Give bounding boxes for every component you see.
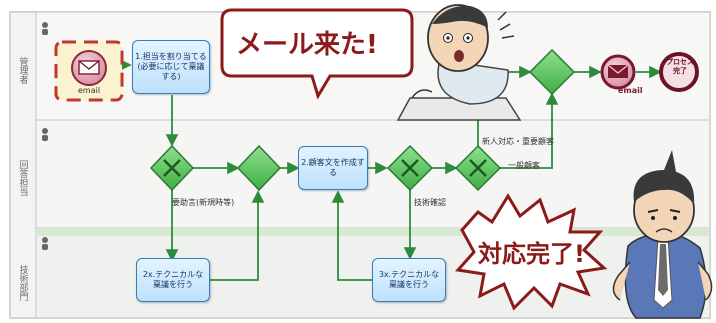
cartoon-office-worker-illustration bbox=[396, 4, 522, 121]
task-technical-consult-2x[interactable]: 2x.テクニカルな稟議を行う bbox=[136, 258, 210, 302]
end-event-label: プロセス完了 bbox=[666, 58, 694, 75]
task-assign[interactable]: 1.担当を割り当てる(必要に応じて稟議する) bbox=[132, 40, 210, 94]
start-event-label: email bbox=[78, 86, 101, 95]
task-technical-consult-3x[interactable]: 3x.テクニカルな稟議を行う bbox=[372, 258, 446, 302]
flow-label-needs-help: 要助言(新規時等) bbox=[172, 198, 235, 207]
flow-label-general: 一般顧客 bbox=[508, 161, 540, 170]
end-message-label: email bbox=[618, 86, 643, 95]
lane-responder bbox=[35, 119, 711, 229]
cartoon-office-worker-illustration-2 bbox=[612, 150, 713, 319]
sequence-flows bbox=[108, 58, 662, 281]
flow-label-tech-check: 技術確認 bbox=[414, 198, 446, 207]
lane-person-icon bbox=[42, 22, 48, 250]
callout-done-burst bbox=[455, 193, 608, 311]
start-message-event[interactable] bbox=[54, 40, 124, 102]
end-message-event bbox=[600, 54, 636, 90]
gateway-exclusive-3 bbox=[454, 144, 502, 192]
end-event bbox=[659, 52, 699, 92]
lane-label-responder: 回答担当 bbox=[17, 160, 28, 196]
lane-label-tech: 技術部門 bbox=[17, 264, 28, 301]
callout-mail-text: メール来た! bbox=[236, 30, 378, 60]
task-create-answer[interactable]: 2.顧客文を作成する bbox=[298, 146, 368, 190]
gateway-exclusive-2 bbox=[386, 144, 434, 192]
gateway-merge-2 bbox=[528, 48, 576, 96]
gateway-merge-1 bbox=[236, 144, 282, 192]
callout-mail-bubble bbox=[220, 8, 414, 100]
gateway-exclusive-1 bbox=[149, 144, 195, 192]
flow-label-new-vip: 新人対応・重要顧客 bbox=[482, 137, 554, 146]
lane-label-manager: 管理者 bbox=[17, 56, 28, 84]
callout-done-text: 対応完了! bbox=[478, 240, 585, 268]
